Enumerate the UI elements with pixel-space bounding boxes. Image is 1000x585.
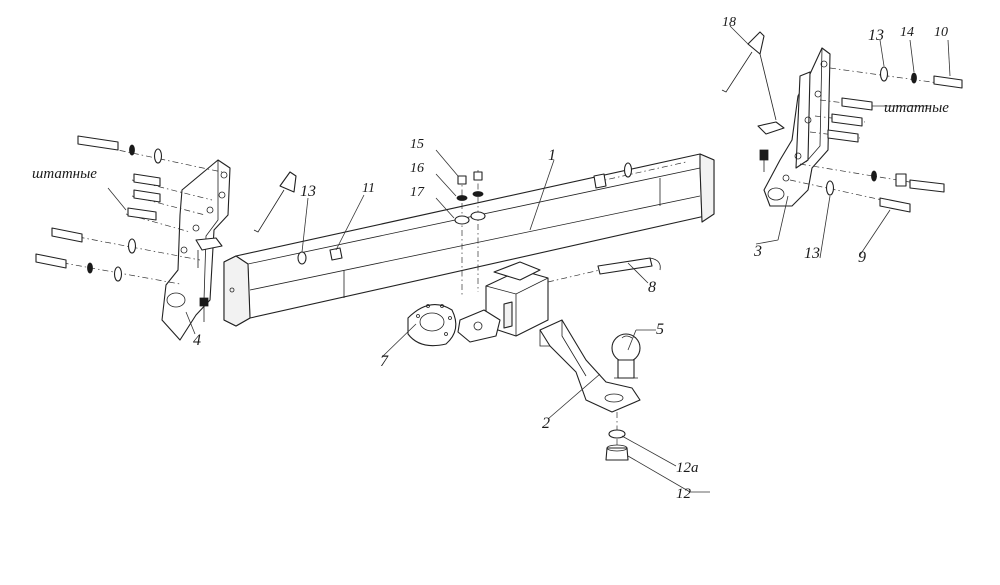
ball-nut-washer: [605, 412, 629, 461]
callout-18: 18: [722, 15, 736, 30]
callout-1: 1: [548, 147, 556, 164]
callout-13-left: 13: [300, 183, 316, 200]
callout-15: 15: [410, 137, 424, 152]
center-fasteners: [454, 170, 486, 296]
note-stock-right: штатные: [884, 100, 949, 116]
callout-8: 8: [648, 279, 656, 296]
right-bracket: [757, 47, 831, 207]
callout-13-right-top: 13: [868, 27, 884, 44]
callout-16: 16: [410, 161, 424, 176]
leader-lines: [107, 25, 951, 493]
callout-5: 5: [656, 321, 664, 338]
cross-beam: [223, 153, 715, 327]
tow-ball: [611, 333, 641, 379]
beam-right-fasteners: [593, 161, 687, 189]
small-plate-18: [721, 31, 777, 121]
note-stock-left: штатные: [32, 166, 97, 182]
callout-12a: 12а: [676, 460, 699, 476]
beam-left-fasteners: [297, 247, 343, 265]
callout-11: 11: [362, 181, 375, 196]
chain-bracket: [407, 304, 457, 347]
callout-12: 12: [676, 486, 692, 502]
callouts: 1 2 3 4 5 7 8 9 10 11 12 12а 13 13 13 14…: [32, 15, 949, 502]
callout-10: 10: [934, 25, 948, 40]
callout-7: 7: [380, 353, 389, 370]
small-plate-left: [253, 171, 297, 233]
left-bolts: [35, 135, 223, 285]
left-bracket: [161, 159, 231, 341]
callout-4: 4: [193, 332, 201, 349]
receiver-tube: [457, 261, 549, 343]
callout-3: 3: [753, 243, 762, 260]
hitch-pin: [547, 257, 661, 283]
callout-14: 14: [900, 25, 914, 40]
right-bolts: [789, 66, 963, 213]
callout-2: 2: [542, 415, 550, 432]
callout-13-right-bottom: 13: [804, 245, 820, 262]
callout-9: 9: [858, 249, 866, 266]
ball-mount: [539, 319, 641, 413]
callout-17: 17: [410, 185, 425, 200]
